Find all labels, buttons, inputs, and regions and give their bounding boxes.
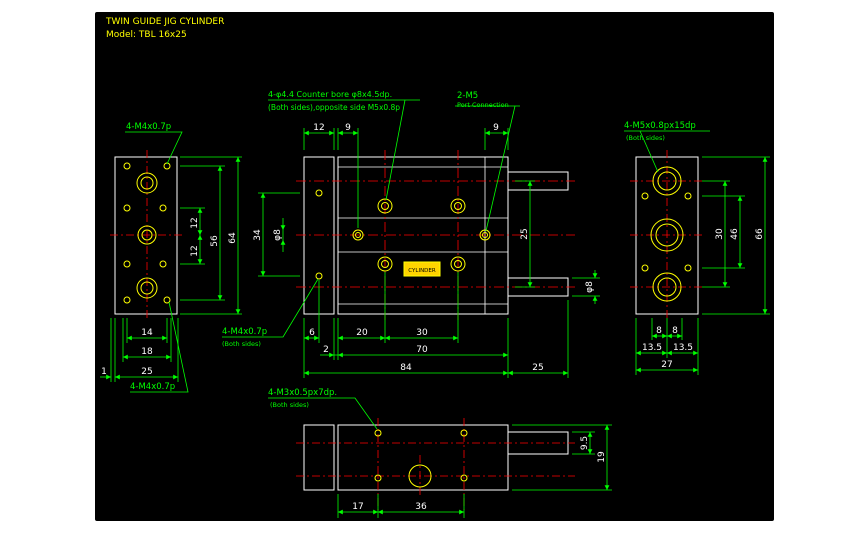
right-dim-46: 46 bbox=[730, 228, 740, 240]
front-dim-6: 6 bbox=[309, 328, 315, 338]
left-dim-56: 56 bbox=[210, 235, 220, 247]
left-dim-1: 1 bbox=[101, 367, 107, 377]
left-dim-18: 18 bbox=[141, 347, 153, 357]
left-bore-center bbox=[137, 225, 157, 245]
right-note-2: (Both sides) bbox=[626, 134, 665, 142]
front-note-tap-2: (Both sides) bbox=[222, 340, 261, 348]
front-note-bore-1: 4-φ4.4 Counter bore φ8x4.5dp. bbox=[268, 90, 392, 99]
right-side-view: 8 8 13.5 13.5 27 30 46 66 4-M5x0.8px15dp… bbox=[624, 121, 770, 375]
label-plate-text: CYLINDER bbox=[408, 268, 436, 274]
front-dim-70: 70 bbox=[416, 345, 428, 355]
front-dim-20: 20 bbox=[356, 328, 368, 338]
bottom-dim-36: 36 bbox=[415, 502, 427, 512]
left-dim-64: 64 bbox=[228, 232, 238, 244]
left-view-body bbox=[114, 156, 178, 315]
bottom-dim-17: 17 bbox=[352, 502, 363, 512]
bottom-dim-19: 19 bbox=[597, 451, 607, 463]
left-bore-top bbox=[136, 172, 158, 194]
right-dim-8a: 8 bbox=[656, 326, 662, 336]
left-bore-bottom bbox=[136, 277, 158, 299]
left-dim-12b: 12 bbox=[190, 245, 200, 256]
title-line-1: TWIN GUIDE JIG CYLINDER bbox=[105, 17, 224, 27]
right-dim-66: 66 bbox=[755, 228, 765, 240]
left-dim-12a: 12 bbox=[190, 217, 200, 228]
left-dim-14: 14 bbox=[141, 328, 153, 338]
title-line-2: Model: TBL 16x25 bbox=[106, 30, 187, 40]
front-dim-9b: 9 bbox=[493, 123, 499, 133]
front-body bbox=[337, 156, 509, 315]
right-dim-30: 30 bbox=[715, 228, 725, 240]
left-tap-holes bbox=[123, 162, 171, 304]
bottom-holes bbox=[374, 429, 468, 488]
right-dim-27: 27 bbox=[661, 360, 672, 370]
left-note-top: 4-M4x0.7p bbox=[126, 122, 171, 132]
bottom-view: 9.5 19 17 36 4-M3x0.5px7dp. (Both sides) bbox=[268, 388, 612, 518]
bottom-body bbox=[337, 424, 509, 491]
right-dim-13-5b: 13.5 bbox=[673, 343, 693, 353]
right-note-1: 4-M5x0.8px15dp bbox=[624, 121, 696, 131]
front-dim-phi8a: φ8 bbox=[273, 229, 283, 241]
front-note-tap-1: 4-M4x0.7p bbox=[222, 327, 267, 337]
front-dim-phi8b: φ8 bbox=[585, 281, 595, 293]
right-rod-bores bbox=[641, 166, 692, 302]
front-dim-12: 12 bbox=[313, 123, 324, 133]
front-dim-9a: 9 bbox=[345, 123, 351, 133]
bottom-dim-9-5: 9.5 bbox=[580, 436, 590, 450]
bottom-note-2: (Both sides) bbox=[270, 401, 309, 409]
right-dim-8b: 8 bbox=[672, 326, 678, 336]
front-note-port-1: 2-M5 bbox=[457, 91, 478, 101]
front-dim-30: 30 bbox=[416, 328, 428, 338]
bottom-note-1: 4-M3x0.5px7dp. bbox=[268, 388, 337, 398]
left-side-view: 56 64 12 12 14 18 1 25 4-M4x0.7p 4-M4x0.… bbox=[100, 122, 242, 393]
front-dim-25v: 25 bbox=[520, 228, 530, 239]
front-dim-84: 84 bbox=[400, 363, 412, 373]
front-note-bore-2: (Both sides),opposite side M5x0.8p bbox=[268, 103, 400, 112]
front-dim-2: 2 bbox=[323, 345, 329, 355]
label-plate bbox=[403, 261, 441, 277]
front-dim-34: 34 bbox=[253, 229, 263, 241]
front-view: CYLINDER bbox=[222, 90, 600, 378]
left-note-bottom: 4-M4x0.7p bbox=[130, 382, 175, 392]
left-dim-25: 25 bbox=[141, 367, 152, 377]
bottom-end-plate bbox=[303, 424, 335, 491]
right-dim-13-5a: 13.5 bbox=[642, 343, 662, 353]
front-counterbores bbox=[315, 189, 491, 280]
front-dim-25h: 25 bbox=[532, 363, 543, 373]
front-note-port-2: Port Connection bbox=[457, 101, 509, 109]
